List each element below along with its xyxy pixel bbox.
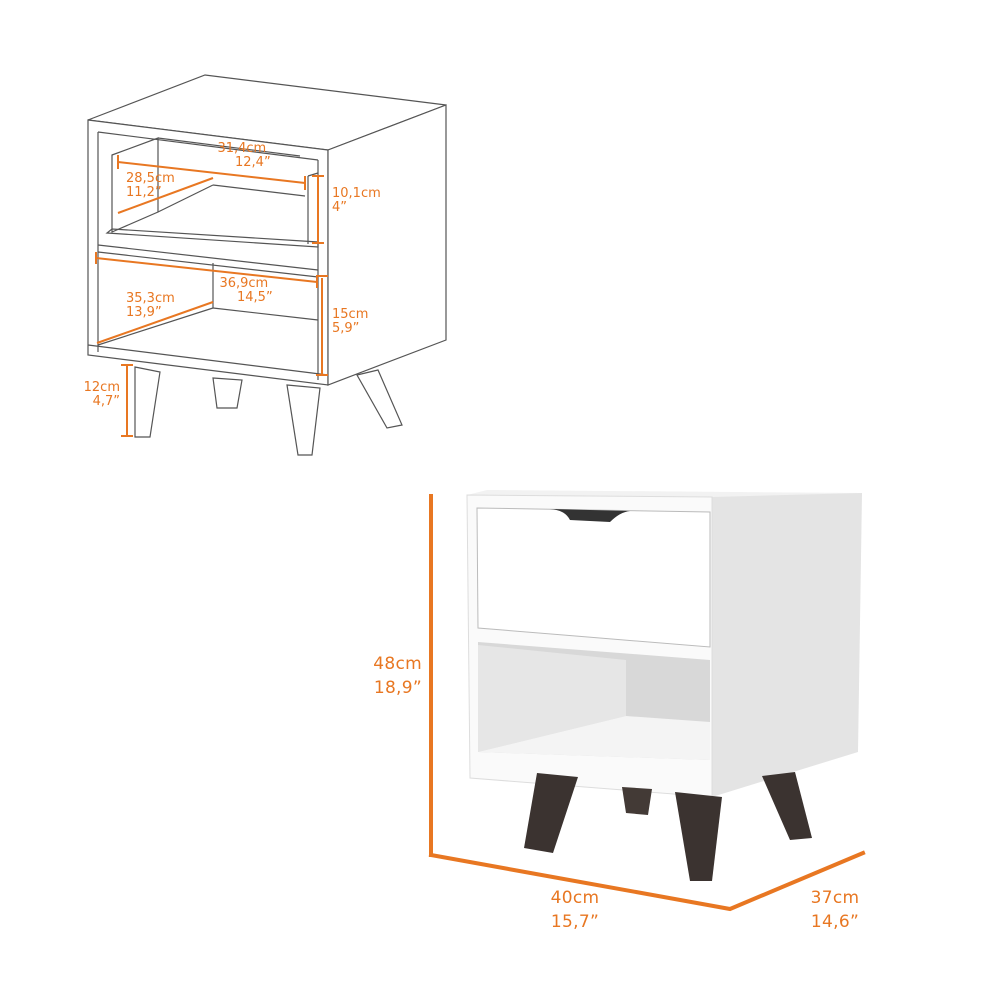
drawer-width-in: 12,4” bbox=[235, 155, 271, 170]
overall-depth-cm: 37cm bbox=[810, 888, 860, 908]
overall-height-in: 18,9” bbox=[373, 678, 422, 698]
shelf-depth-label: 35,3cm 13,9” bbox=[126, 292, 175, 320]
drawer-depth-in: 11,2” bbox=[126, 185, 162, 200]
shelf-depth-in: 13,9” bbox=[126, 305, 162, 320]
shelf-height-label: 15cm 5,9” bbox=[332, 308, 368, 336]
overall-height-cm: 48cm bbox=[373, 654, 422, 674]
shelf-height-cm: 15cm bbox=[332, 307, 369, 322]
drawer-height-label: 10,1cm 4” bbox=[332, 187, 381, 215]
shelf-depth-cm: 35,3cm bbox=[126, 291, 175, 306]
leg-height-cm: 12cm bbox=[83, 380, 120, 395]
overall-depth-label: 37cm 14,6” bbox=[800, 886, 870, 934]
shelf-width-cm: 36,9cm bbox=[219, 276, 269, 291]
drawer-width-label: 31,4cm 12,4” bbox=[213, 141, 271, 170]
drawer-width-cm: 31,4cm bbox=[217, 141, 267, 156]
overall-width-label: 40cm 15,7” bbox=[540, 886, 610, 934]
overall-width-cm: 40cm bbox=[550, 888, 600, 908]
shelf-width-label: 36,9cm 14,5” bbox=[215, 276, 273, 305]
drawer-depth-cm: 28,5cm bbox=[126, 171, 175, 186]
drawer-height-cm: 10,1cm bbox=[332, 186, 381, 201]
drawer-depth-label: 28,5cm 11,2” bbox=[126, 172, 175, 200]
leg-height-label: 12cm 4,7” bbox=[76, 381, 120, 409]
drawer-height-in: 4” bbox=[332, 200, 348, 215]
product-render-nightstand bbox=[428, 490, 866, 912]
overall-depth-in: 14,6” bbox=[810, 912, 860, 932]
overall-height-label: 48cm 18,9” bbox=[356, 652, 422, 700]
overall-width-in: 15,7” bbox=[550, 912, 600, 932]
shelf-height-in: 5,9” bbox=[332, 321, 360, 336]
shelf-width-in: 14,5” bbox=[237, 290, 273, 305]
leg-height-in: 4,7” bbox=[92, 394, 120, 409]
